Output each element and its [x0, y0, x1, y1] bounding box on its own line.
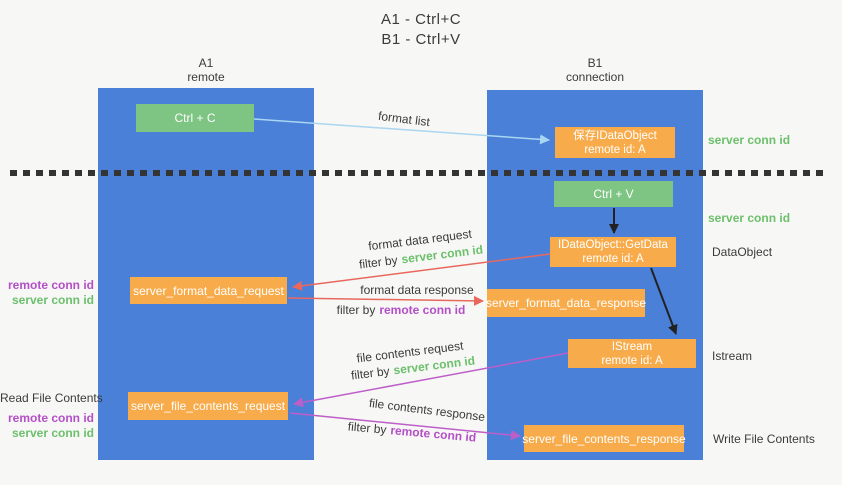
- label-read-file-contents: Read File Contents: [0, 391, 103, 405]
- column-b1-subtitle: connection: [565, 70, 625, 84]
- filter-by-text: filter by: [350, 363, 391, 383]
- node-server-file-contents-response-label: server_file_contents_response: [522, 431, 686, 446]
- label-istream: Istream: [712, 349, 753, 363]
- filter-by-text: filter by: [347, 419, 388, 437]
- node-istream-line2: remote id: A: [601, 354, 663, 367]
- label-format-list: format list: [377, 108, 431, 130]
- node-save-idataobject: 保存IDataObject remote id: A: [555, 127, 675, 158]
- format-data-response-arrow: [287, 295, 484, 306]
- column-a1-subtitle: remote: [187, 70, 225, 84]
- node-idataobject-getdata-line1: IDataObject::GetData: [558, 239, 668, 251]
- node-istream-line1: IStream: [611, 340, 653, 353]
- title-line-1: A1 - Ctrl+C: [380, 11, 462, 28]
- diagram-title: A1 - Ctrl+C B1 - Ctrl+V: [0, 10, 842, 50]
- column-b1-title: B1: [587, 56, 603, 70]
- node-istream: IStream remote id: A: [568, 339, 696, 368]
- label-server-conn-id-mid-left: server conn id: [11, 293, 94, 307]
- label-remote-conn-id-bottom-left: remote conn id: [7, 411, 94, 425]
- title-line-2: B1 - Ctrl+V: [381, 31, 461, 48]
- label-file-contents-response: file contents response: [368, 395, 486, 425]
- label-dataobject: DataObject: [712, 245, 773, 259]
- column-header-b1: B1 connection: [487, 56, 703, 84]
- node-server-format-data-response: server_format_data_response: [485, 289, 647, 317]
- node-ctrl-v: Ctrl + V: [554, 181, 673, 207]
- filter-id-remote: remote conn id: [389, 423, 477, 445]
- node-server-file-contents-request-label: server_file_contents_request: [130, 399, 286, 413]
- node-ctrl-c: Ctrl + C: [136, 104, 254, 132]
- node-ctrl-v-label: Ctrl + V: [593, 187, 634, 201]
- label-remote-conn-id-mid-left: remote conn id: [7, 278, 94, 292]
- node-idataobject-getdata: IDataObject::GetData remote id: A: [550, 237, 676, 267]
- filter-id-remote: remote conn id: [379, 303, 466, 317]
- filter-by-text: filter by: [358, 252, 399, 272]
- node-server-format-data-response-label: server_format_data_response: [485, 296, 647, 310]
- node-save-idataobject-line2: remote id: A: [584, 143, 646, 156]
- label-server-conn-id-bottom-left: server conn id: [11, 426, 94, 440]
- node-ctrl-c-label: Ctrl + C: [174, 111, 216, 125]
- column-a1-title: A1: [198, 56, 214, 70]
- filter-by-text: filter by: [336, 303, 376, 317]
- node-server-file-contents-response: server_file_contents_response: [522, 425, 686, 452]
- label-write-file-contents: Write File Contents: [713, 432, 815, 446]
- label-server-conn-id-mid-right: server conn id: [708, 211, 791, 225]
- node-save-idataobject-line1: 保存IDataObject: [573, 129, 657, 142]
- node-server-file-contents-request: server_file_contents_request: [128, 392, 288, 420]
- label-server-conn-id-top-right: server conn id: [708, 133, 791, 147]
- dotted-divider: [10, 170, 823, 176]
- label-format-data-response: format data response: [360, 283, 474, 297]
- node-server-format-data-request-label: server_format_data_request: [133, 283, 284, 298]
- node-idataobject-getdata-line2: remote id: A: [582, 253, 644, 265]
- node-server-format-data-request: server_format_data_request: [130, 277, 287, 304]
- column-header-a1: A1 remote: [98, 56, 314, 84]
